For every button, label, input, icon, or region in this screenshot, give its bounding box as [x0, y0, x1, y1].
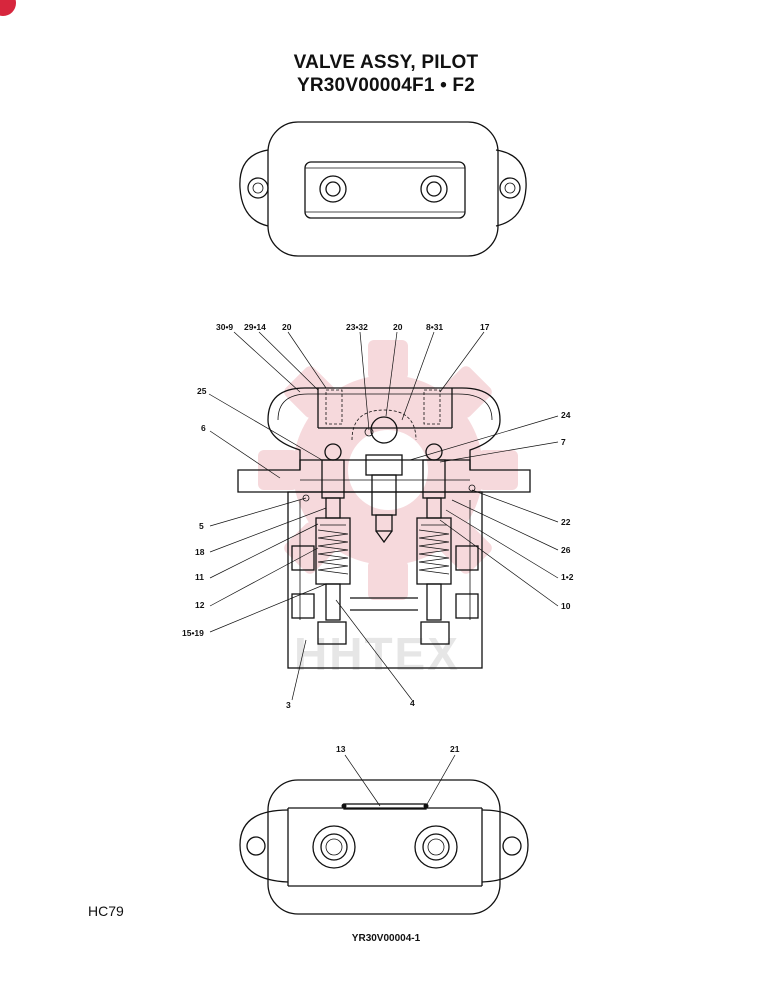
callout-12: 12	[195, 600, 205, 610]
callout-15-19: 15•19	[182, 628, 204, 638]
callout-6: 6	[201, 423, 206, 433]
callout-labels: 30•9 29•14 20 23•32 20 8•31 17 25 24 6 7…	[182, 322, 574, 754]
callout-21: 21	[450, 744, 460, 754]
callout-22: 22	[561, 517, 571, 527]
callout-1-2: 1•2	[561, 572, 574, 582]
callout-30-9: 30•9	[216, 322, 233, 332]
callout-3: 3	[286, 700, 291, 710]
diagram-title: VALVE ASSY, PILOT	[293, 52, 479, 73]
leader-lines	[208, 331, 559, 807]
page-code: HC79	[88, 903, 124, 919]
callout-10: 10	[561, 601, 571, 611]
callout-24: 24	[561, 410, 571, 420]
callout-20-center: 20	[393, 322, 403, 332]
bottom-view	[239, 779, 529, 915]
watermark-text: HHTEX	[294, 628, 460, 680]
callout-23-32: 23•32	[346, 322, 368, 332]
callout-13: 13	[336, 744, 346, 754]
callout-4: 4	[410, 698, 415, 708]
callout-20-left: 20	[282, 322, 292, 332]
drawing-code: YR30V00004-1	[351, 933, 421, 944]
corner-badge-icon	[0, 0, 16, 16]
callout-25: 25	[197, 386, 207, 396]
diagram-subtitle: YR30V00004F1 • F2	[297, 75, 475, 96]
section-view	[237, 387, 531, 669]
top-view	[239, 121, 527, 257]
callout-7: 7	[561, 437, 566, 447]
callout-5: 5	[199, 521, 204, 531]
callout-26: 26	[561, 545, 571, 555]
callout-11: 11	[195, 572, 204, 582]
callout-17: 17	[480, 322, 490, 332]
callout-8-31: 8•31	[426, 322, 443, 332]
callout-18: 18	[195, 547, 205, 557]
callout-29-14: 29•14	[244, 322, 266, 332]
